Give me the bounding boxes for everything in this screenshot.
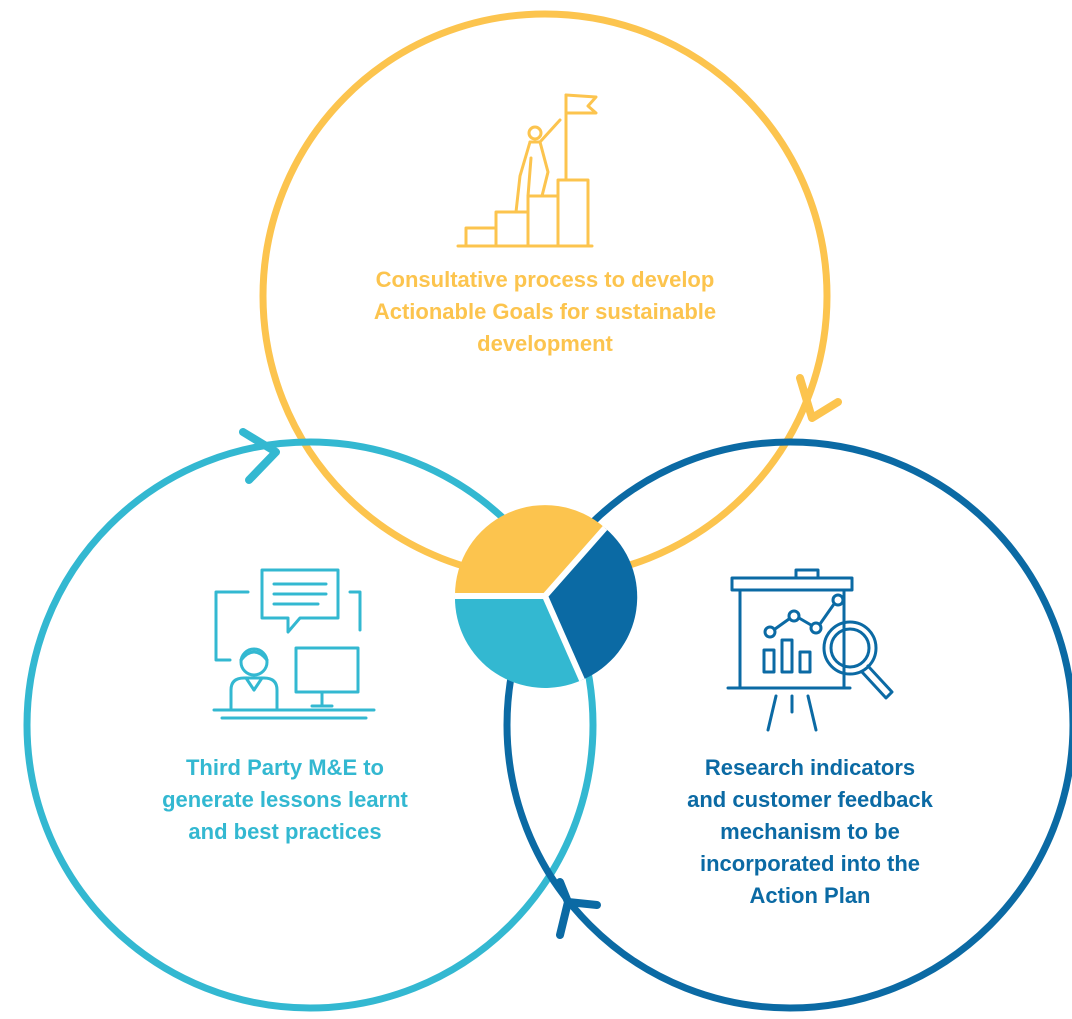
right-step-line-3: mechanism to be bbox=[720, 819, 900, 844]
left-teal-circle bbox=[23, 438, 597, 1012]
goal-flag-climber-icon bbox=[456, 93, 598, 248]
top-step-label: Consultative process to develop Actionab… bbox=[290, 264, 800, 360]
right-step-line-5: Action Plan bbox=[749, 883, 871, 908]
top-step-line-2: Actionable Goals for sustainable bbox=[373, 299, 717, 324]
right-step-label: Research indicators and customer feedbac… bbox=[620, 752, 1000, 912]
right-navy-circle bbox=[503, 438, 1072, 1012]
right-step-line-1: Research indicators bbox=[704, 755, 916, 780]
arrow-teal-to-yellow-icon bbox=[239, 428, 280, 484]
center-segment-teal bbox=[454, 596, 582, 688]
arrow-yellow-to-navy-icon bbox=[796, 374, 842, 422]
left-step-label: Third Party M&E to generate lessons lear… bbox=[100, 752, 470, 848]
left-step-line-1: Third Party M&E to bbox=[185, 755, 384, 780]
right-step-line-4: incorporated into the bbox=[700, 851, 920, 876]
arrow-navy-to-teal-icon bbox=[556, 878, 601, 939]
left-step-line-3: and best practices bbox=[188, 819, 382, 844]
center-segment-yellow bbox=[454, 505, 605, 596]
presentation-chart-magnifier-icon bbox=[726, 568, 894, 732]
person-computer-chat-icon bbox=[212, 568, 376, 720]
left-step-line-2: generate lessons learnt bbox=[162, 787, 408, 812]
center-disc bbox=[454, 505, 638, 688]
top-step-line-3: development bbox=[477, 331, 613, 356]
right-step-line-2: and customer feedback bbox=[687, 787, 933, 812]
top-step-line-1: Consultative process to develop bbox=[375, 267, 715, 292]
